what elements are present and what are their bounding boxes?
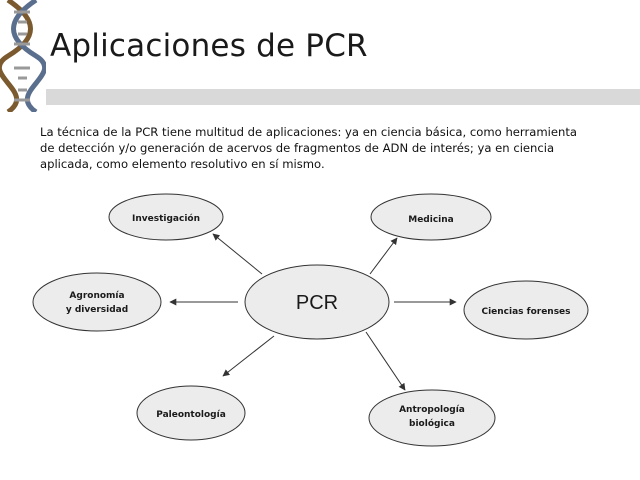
arrow-to-investigacion [212, 233, 263, 275]
node-agronomia: Agronomía y diversidad [32, 272, 162, 332]
arrow-to-medicina [369, 237, 398, 275]
node-medicina-label: Medicina [408, 215, 454, 225]
node-paleontologia: Paleontología [136, 385, 246, 441]
slide-title: Aplicaciones de PCR [50, 28, 368, 64]
node-agronomia-label-line1: Agronomía [69, 291, 124, 301]
node-antropologia-label-line2: biológica [409, 418, 455, 429]
node-medicina: Medicina [370, 193, 492, 241]
node-pcr: PCR [244, 264, 390, 340]
node-antropologia: Antropología biológica [368, 389, 496, 447]
arrow-to-antropologia [365, 331, 406, 391]
intro-paragraph: La técnica de la PCR tiene multitud de a… [40, 125, 578, 171]
arrow-to-paleontologia [222, 335, 275, 377]
node-paleontologia-label: Paleontología [156, 410, 226, 420]
title-underline-bar [46, 89, 640, 105]
node-agronomia-label-line2: y diversidad [66, 305, 128, 315]
node-pcr-label: PCR [296, 292, 338, 314]
node-investigacion-label: Investigación [132, 213, 200, 224]
node-forenses: Ciencias forenses [463, 280, 589, 340]
dna-helix-icon [0, 0, 46, 112]
node-investigacion: Investigación [108, 193, 224, 241]
node-antropologia-label-line1: Antropología [399, 405, 465, 415]
node-forenses-label: Ciencias forenses [481, 307, 570, 317]
